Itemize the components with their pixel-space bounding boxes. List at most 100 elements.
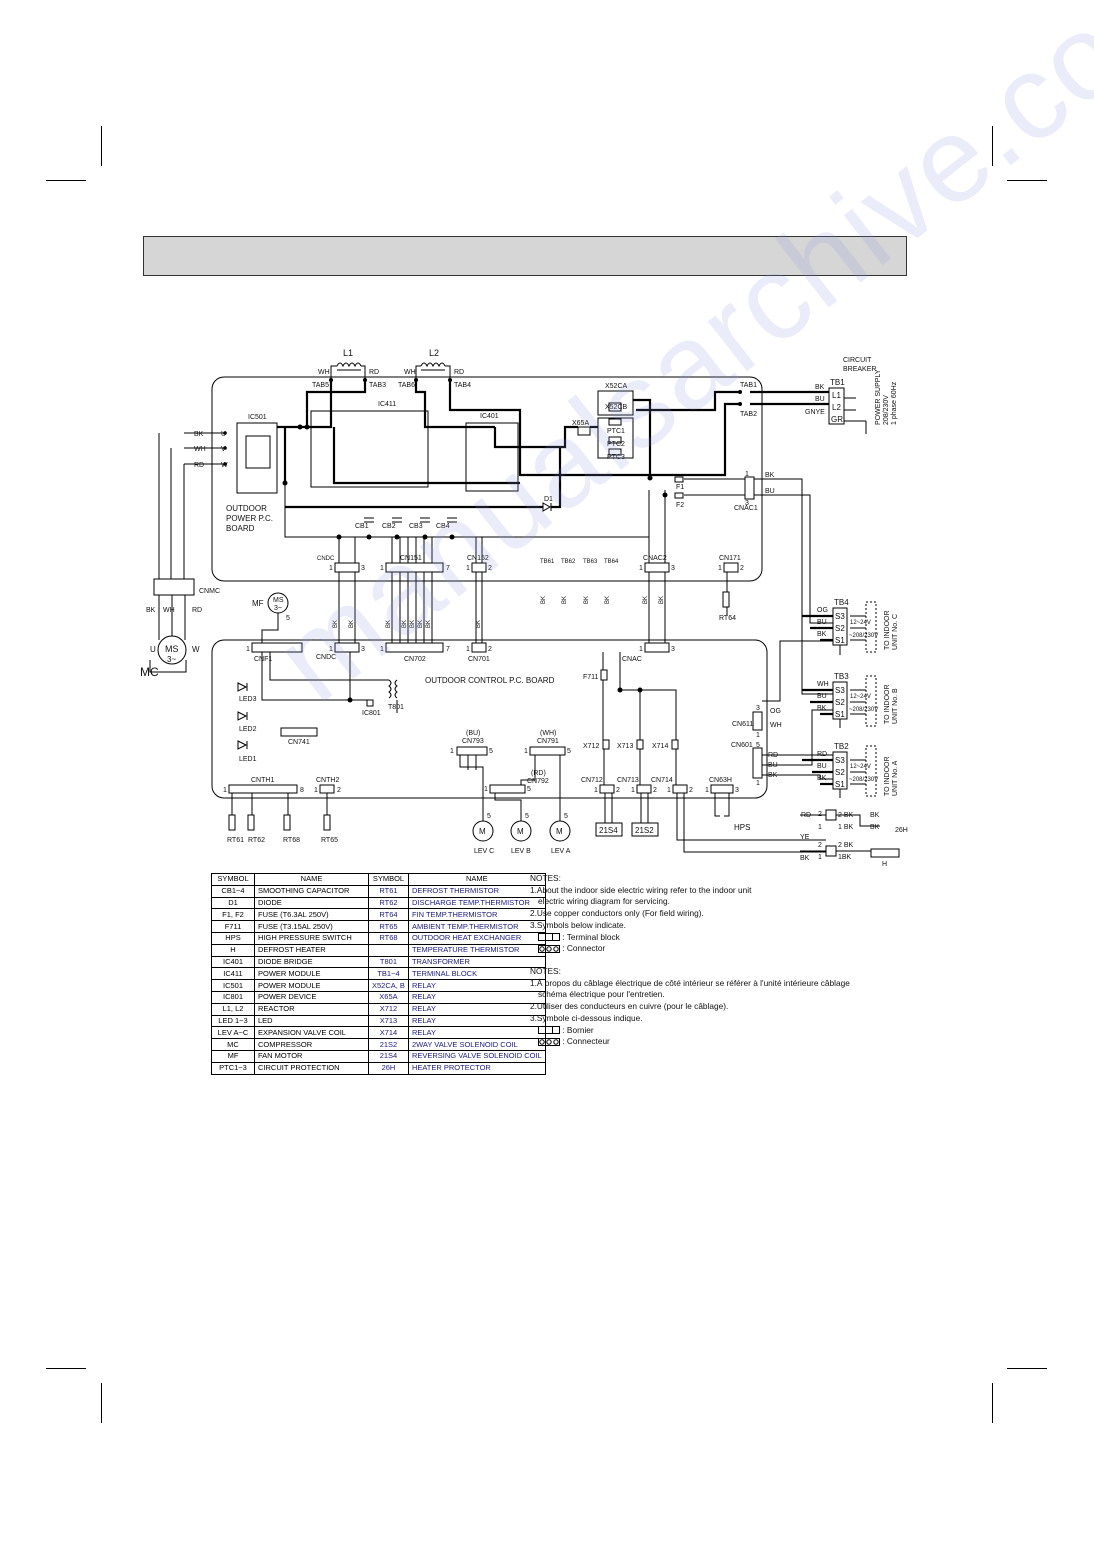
legend-symbol-cell: RT68	[368, 931, 409, 945]
legend-name-cell: AMBIENT TEMP.THERMISTOR	[407, 920, 546, 933]
svg-text:TB62: TB62	[561, 559, 576, 565]
svg-text:X713: X713	[617, 743, 633, 750]
svg-text:CN702: CN702	[404, 656, 426, 663]
svg-text:W: W	[221, 462, 228, 469]
legend-name-cell: RELAY	[407, 1002, 546, 1016]
svg-text:CN713: CN713	[617, 777, 639, 784]
svg-text:X52CB: X52CB	[605, 404, 628, 411]
crop-mark	[101, 126, 102, 166]
svg-text:TO INDOOR: TO INDOOR	[884, 756, 891, 796]
svg-text:MF: MF	[252, 599, 264, 608]
legend-name-cell: REVERSING VALVE SOLENOID COIL	[407, 1049, 546, 1063]
svg-text:POWER SUPPLY: POWER SUPPLY	[875, 369, 882, 425]
svg-text:TB3: TB3	[834, 672, 849, 681]
svg-text:BU: BU	[817, 693, 827, 700]
connector-icon	[538, 945, 560, 954]
svg-text:CNDC: CNDC	[316, 654, 336, 661]
svg-text:RT61: RT61	[227, 837, 244, 844]
crop-mark	[1007, 180, 1047, 181]
svg-text:BU: BU	[815, 396, 825, 403]
svg-text:7: 7	[446, 646, 450, 653]
legend-symbol-cell: LED 1~3	[211, 1014, 255, 1028]
control-board-label: OUTDOOR CONTROL P.C. BOARD	[425, 676, 555, 685]
legend-symbol-cell: IC401	[211, 955, 255, 969]
svg-text:WH: WH	[163, 607, 175, 614]
svg-text:5: 5	[525, 813, 529, 820]
legend-header-symbol: SYMBOL	[211, 873, 255, 886]
svg-text:(RD): (RD)	[531, 770, 546, 777]
svg-text:LEV C: LEV C	[474, 848, 494, 855]
svg-text:TB64: TB64	[604, 559, 619, 565]
svg-text:5: 5	[487, 813, 491, 820]
svg-text:RT65: RT65	[321, 837, 338, 844]
svg-text:1: 1	[756, 732, 760, 739]
svg-text:WH: WH	[318, 369, 330, 376]
legend-symbol-cell: LEV A~C	[211, 1026, 255, 1040]
svg-text:2: 2	[337, 787, 341, 794]
svg-text:1: 1	[450, 748, 454, 755]
svg-text:BOARD: BOARD	[226, 524, 255, 533]
svg-text:1: 1	[818, 824, 822, 831]
svg-text:1: 1	[639, 646, 643, 653]
svg-text:1: 1	[631, 787, 635, 794]
svg-text:1: 1	[223, 787, 227, 794]
svg-text:U: U	[221, 431, 226, 438]
svg-text:RD: RD	[768, 752, 778, 759]
svg-text:BK: BK	[146, 607, 156, 614]
legend-symbol-cell: IC411	[211, 967, 255, 981]
svg-text:CN714: CN714	[651, 777, 673, 784]
svg-text:BK: BK	[541, 596, 547, 604]
svg-text:1: 1	[667, 787, 671, 794]
svg-text:RD: RD	[369, 369, 379, 376]
svg-text:3: 3	[745, 500, 749, 507]
svg-text:MS: MS	[165, 644, 179, 654]
svg-text:OG: OG	[770, 708, 781, 715]
svg-text:M: M	[556, 827, 563, 836]
svg-text:3: 3	[361, 646, 365, 653]
svg-text:RT64: RT64	[719, 615, 736, 622]
mc-label: MC	[140, 665, 159, 679]
legend-symbol-cell: RT61	[368, 884, 409, 898]
svg-text:BK: BK	[605, 596, 611, 604]
l1-label: L1	[343, 348, 353, 358]
svg-text:TAB1: TAB1	[740, 382, 757, 389]
svg-text:D1: D1	[544, 496, 553, 503]
ic501-label: IC501	[248, 414, 267, 421]
svg-text:CNAC: CNAC	[622, 656, 642, 663]
crop-mark	[992, 1383, 993, 1423]
svg-text:TB2: TB2	[834, 742, 849, 751]
legend-name-cell: POWER MODULE	[254, 967, 369, 981]
svg-text:1: 1	[484, 786, 488, 793]
legend-name-cell: POWER MODULE	[254, 979, 369, 992]
legend-symbol-cell: MC	[211, 1038, 255, 1051]
legend-symbol-cell: 21S4	[368, 1049, 409, 1063]
svg-text:CN792: CN792	[527, 778, 549, 785]
legend-symbol-cell: H	[211, 943, 255, 957]
l2-label: L2	[429, 348, 439, 358]
legend-name-cell: POWER DEVICE	[254, 990, 369, 1004]
legend-symbol-cell: PTC1~3	[211, 1061, 255, 1075]
svg-text:IC801: IC801	[362, 710, 381, 717]
svg-text:2 BK: 2 BK	[838, 812, 854, 819]
svg-text:TAB2: TAB2	[740, 411, 757, 418]
svg-text:(WH): (WH)	[540, 730, 556, 737]
svg-text:L2: L2	[832, 403, 841, 412]
svg-text:RD: RD	[192, 607, 202, 614]
svg-text:12~24V: 12~24V	[850, 764, 871, 770]
svg-text:TAB6: TAB6	[398, 382, 415, 389]
svg-text:1: 1	[818, 854, 822, 861]
svg-text:CNTH1: CNTH1	[251, 777, 274, 784]
svg-text:GR: GR	[831, 415, 843, 424]
svg-text:2: 2	[818, 811, 822, 818]
svg-text:H: H	[882, 861, 887, 868]
svg-text:1 BK: 1 BK	[838, 824, 854, 831]
